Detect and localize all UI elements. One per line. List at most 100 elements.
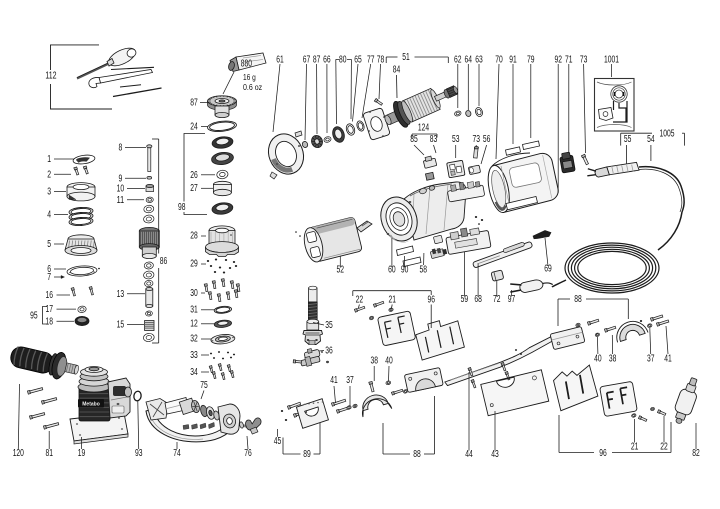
svg-text:72: 72 — [493, 294, 501, 305]
svg-text:89: 89 — [303, 449, 311, 460]
svg-text:68: 68 — [474, 294, 482, 305]
svg-text:61: 61 — [276, 54, 284, 65]
svg-text:45: 45 — [274, 436, 282, 447]
svg-text:78: 78 — [377, 54, 385, 65]
svg-text:3: 3 — [47, 187, 51, 198]
svg-text:80: 80 — [339, 54, 347, 65]
svg-text:69: 69 — [544, 263, 552, 274]
svg-text:6: 6 — [47, 264, 51, 275]
svg-text:0.6 oz: 0.6 oz — [243, 82, 262, 92]
svg-text:40: 40 — [385, 356, 393, 367]
svg-text:73: 73 — [580, 54, 588, 65]
svg-text:73: 73 — [473, 134, 481, 145]
svg-text:96: 96 — [427, 294, 435, 305]
svg-text:93: 93 — [135, 448, 143, 459]
svg-text:65: 65 — [354, 54, 362, 65]
svg-text:96: 96 — [599, 448, 607, 459]
svg-text:77: 77 — [367, 54, 375, 65]
svg-text:17: 17 — [45, 304, 53, 315]
svg-text:43: 43 — [491, 449, 499, 460]
svg-text:880: 880 — [241, 59, 252, 70]
svg-text:9: 9 — [119, 173, 123, 184]
svg-text:75: 75 — [200, 380, 208, 391]
svg-text:22: 22 — [660, 442, 668, 453]
svg-text:54: 54 — [647, 134, 655, 145]
svg-text:24: 24 — [190, 121, 198, 132]
svg-text:31: 31 — [190, 304, 198, 315]
svg-text:98: 98 — [178, 202, 186, 213]
svg-text:41: 41 — [330, 375, 338, 386]
svg-text:88: 88 — [413, 449, 421, 460]
svg-text:18: 18 — [45, 316, 53, 327]
svg-text:38: 38 — [370, 356, 378, 367]
svg-text:62: 62 — [454, 54, 462, 65]
svg-text:112: 112 — [45, 71, 57, 82]
svg-text:74: 74 — [173, 448, 181, 459]
svg-text:28: 28 — [190, 230, 198, 241]
svg-text:1: 1 — [47, 154, 51, 165]
svg-text:87: 87 — [313, 54, 321, 65]
svg-text:58: 58 — [419, 264, 427, 275]
svg-text:86: 86 — [160, 256, 168, 267]
svg-text:52: 52 — [337, 264, 345, 275]
svg-text:16 g: 16 g — [243, 72, 256, 82]
svg-text:30: 30 — [190, 288, 198, 299]
svg-text:95: 95 — [30, 310, 38, 321]
svg-text:12: 12 — [190, 319, 198, 330]
svg-text:53: 53 — [452, 134, 460, 145]
svg-text:15: 15 — [117, 320, 125, 331]
svg-text:27: 27 — [190, 183, 198, 194]
svg-text:90: 90 — [401, 264, 409, 275]
svg-text:37: 37 — [346, 375, 354, 386]
svg-text:83: 83 — [430, 134, 438, 145]
svg-text:33: 33 — [190, 350, 198, 361]
svg-text:59: 59 — [461, 294, 469, 305]
svg-text:79: 79 — [527, 54, 535, 65]
svg-text:40: 40 — [594, 353, 602, 364]
svg-text:70: 70 — [495, 54, 503, 65]
svg-text:8: 8 — [119, 143, 123, 154]
svg-text:10: 10 — [117, 184, 125, 195]
svg-text:92: 92 — [554, 54, 562, 65]
svg-text:1001: 1001 — [604, 54, 619, 65]
svg-text:22: 22 — [356, 294, 364, 305]
svg-text:71: 71 — [565, 54, 573, 65]
svg-text:84: 84 — [393, 65, 401, 76]
svg-text:82: 82 — [692, 448, 700, 459]
svg-text:120: 120 — [13, 448, 24, 459]
svg-text:19: 19 — [78, 448, 86, 459]
svg-text:41: 41 — [664, 353, 672, 364]
svg-text:76: 76 — [244, 448, 252, 459]
svg-text:1005: 1005 — [660, 128, 675, 139]
svg-text:88: 88 — [574, 294, 582, 305]
svg-text:7: 7 — [47, 272, 51, 283]
svg-text:37: 37 — [647, 353, 655, 364]
svg-text:26: 26 — [190, 170, 198, 181]
svg-text:Metabo: Metabo — [82, 402, 100, 408]
svg-text:85: 85 — [410, 134, 418, 145]
svg-text:55: 55 — [624, 134, 632, 145]
svg-text:81: 81 — [45, 448, 53, 459]
svg-text:63: 63 — [475, 54, 483, 65]
svg-text:56: 56 — [483, 134, 491, 145]
svg-text:44: 44 — [465, 449, 473, 460]
svg-text:38: 38 — [609, 353, 617, 364]
svg-text:5: 5 — [47, 239, 51, 250]
svg-text:36: 36 — [325, 346, 333, 357]
svg-text:66: 66 — [323, 54, 331, 65]
svg-text:97: 97 — [508, 294, 516, 305]
svg-text:87: 87 — [190, 97, 198, 108]
svg-text:21: 21 — [388, 294, 396, 305]
svg-text:60: 60 — [388, 264, 396, 275]
svg-text:29: 29 — [190, 259, 198, 270]
svg-text:34: 34 — [190, 367, 198, 378]
svg-text:16: 16 — [45, 290, 53, 301]
svg-text:67: 67 — [303, 54, 311, 65]
svg-text:11: 11 — [117, 195, 125, 206]
svg-text:21: 21 — [631, 442, 639, 453]
svg-text:35: 35 — [325, 320, 333, 331]
svg-text:32: 32 — [190, 334, 198, 345]
svg-text:91: 91 — [509, 54, 517, 65]
svg-text:4: 4 — [47, 210, 51, 221]
svg-text:13: 13 — [117, 289, 125, 300]
